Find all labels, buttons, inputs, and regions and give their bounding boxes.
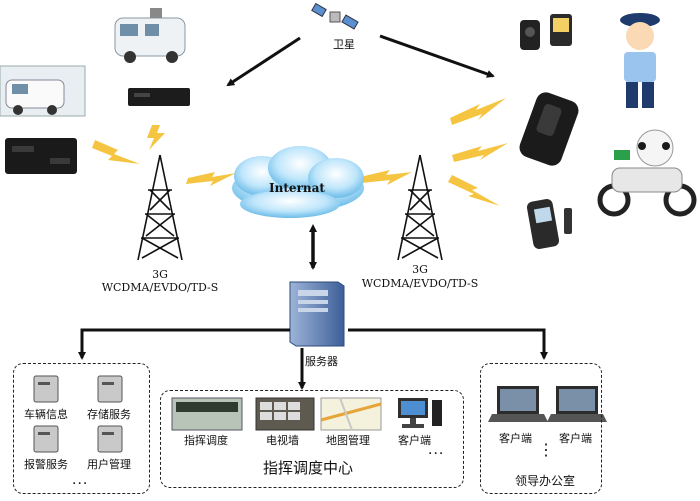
office-client-label-1: 客户端: [499, 432, 532, 445]
control-room-icon: [171, 397, 243, 431]
cell-tower-icon: [137, 154, 183, 261]
lightning-icon: [448, 175, 500, 206]
tower-left-standards-label: WCDMA/EVDO/TD-S: [101, 281, 219, 294]
server-label: 服务器: [305, 355, 338, 368]
server-icon: [289, 281, 345, 347]
laptop-icon: [488, 386, 548, 422]
distribution-lines: [78, 328, 548, 390]
center-client-label: 客户端: [398, 434, 431, 447]
satellite-to-police-arrow: [379, 34, 495, 78]
mobile-dvr-icon: [5, 138, 77, 174]
leader-office-title: 领导办公室: [515, 474, 576, 488]
lightning-icon: [362, 170, 412, 185]
satellite-to-vehicles-arrow: [226, 36, 301, 87]
lightning-icon: [92, 140, 140, 164]
laptop-icon: [547, 386, 607, 422]
storage-service-label: 存储服务: [87, 408, 131, 421]
motorcycle-police-icon: [597, 129, 697, 217]
tower-left-gen-label: 3G: [152, 268, 168, 281]
map-management-label: 地图管理: [326, 434, 370, 447]
tower-right-standards-label: WCDMA/EVDO/TD-S: [361, 277, 479, 290]
server-tower-icon: [97, 425, 123, 453]
command-center-title: 指挥调度中心: [263, 459, 354, 477]
lightning-icon: [147, 125, 165, 150]
center-group-more: ···: [428, 446, 445, 462]
camera-device-icon: [520, 14, 572, 50]
command-center-group-box: [160, 390, 464, 488]
handheld-terminal-icon: [526, 199, 572, 249]
user-management-label: 用户管理: [87, 458, 131, 471]
gps-tracker-icon: [519, 92, 579, 166]
leader-office-group-box: [480, 363, 602, 494]
cloud-icon: [232, 146, 364, 218]
lightning-icon: [186, 172, 236, 186]
server-tower-icon: [33, 375, 59, 403]
alarm-service-label: 报警服务: [24, 458, 68, 471]
satellite-label: 卫星: [333, 38, 355, 51]
police-officer-icon: [620, 13, 660, 108]
left-group-more: ···: [72, 476, 89, 492]
vehicle-info-label: 车辆信息: [24, 408, 68, 421]
server-tower-icon: [97, 375, 123, 403]
server-tower-icon: [33, 425, 59, 453]
lightning-icon: [450, 98, 506, 125]
left-service-group-box: [13, 363, 150, 494]
internet-label: Internat: [269, 181, 325, 195]
mobile-dvr-icon: [128, 88, 190, 106]
dispatch-label: 指挥调度: [184, 434, 228, 447]
tower-right-gen-label: 3G: [412, 263, 428, 276]
van-icon: [114, 8, 186, 63]
tv-wall-label: 电视墙: [266, 434, 299, 447]
signal-lightning-group: [92, 98, 508, 206]
right-group-more: ⋮: [538, 440, 555, 459]
desktop-computer-icon: [398, 398, 442, 428]
video-wall-icon: [255, 397, 315, 431]
satellite-icon: [311, 2, 359, 30]
office-client-label-2: 客户端: [559, 432, 592, 445]
lightning-icon: [452, 143, 508, 162]
police-car-icon: [0, 65, 86, 117]
map-icon: [320, 397, 382, 431]
cell-tower-icon: [397, 154, 443, 261]
